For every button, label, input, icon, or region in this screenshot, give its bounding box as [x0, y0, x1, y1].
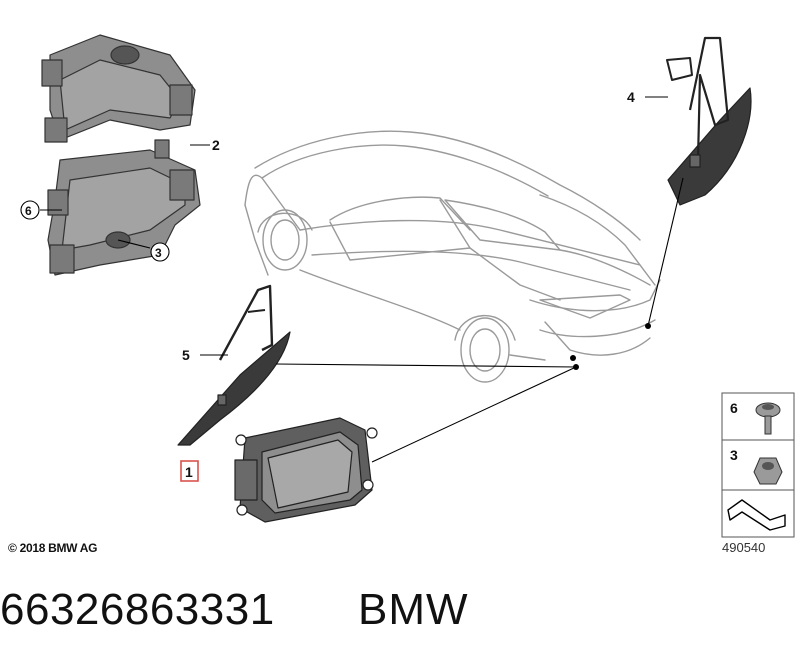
- legend-item-6-num: 6: [730, 400, 738, 416]
- leader-lines: [40, 96, 684, 463]
- callout-2[interactable]: 2: [212, 137, 220, 153]
- legend-item-3-num: 3: [730, 447, 738, 463]
- brand-name: BMW: [358, 585, 469, 634]
- callout-3[interactable]: 3: [155, 246, 162, 260]
- diagram-number: 490540: [722, 540, 766, 555]
- radar-sensor: [234, 417, 378, 523]
- car-outline: [244, 130, 661, 383]
- direction-arrow-icon: [727, 499, 786, 531]
- callout-1[interactable]: 1: [185, 464, 193, 480]
- screw-icon: [755, 402, 781, 435]
- nut-icon: [753, 457, 783, 485]
- reference-dots: [570, 323, 651, 370]
- callout-5[interactable]: 5: [182, 347, 190, 363]
- part-number: 66326863331: [0, 585, 275, 634]
- bracket-assembly: [41, 34, 201, 276]
- callout-4[interactable]: 4: [627, 89, 635, 105]
- copyright-text: © 2018 BMW AG: [8, 541, 98, 555]
- highlight-box: [180, 460, 199, 482]
- holder-part-5: [177, 284, 291, 446]
- callout-3-circle: [150, 242, 170, 262]
- legend-box: 6 3: [721, 392, 795, 538]
- callout-6-circle: [20, 200, 40, 220]
- callout-6[interactable]: 6: [25, 204, 32, 218]
- holder-part-4: [666, 36, 752, 206]
